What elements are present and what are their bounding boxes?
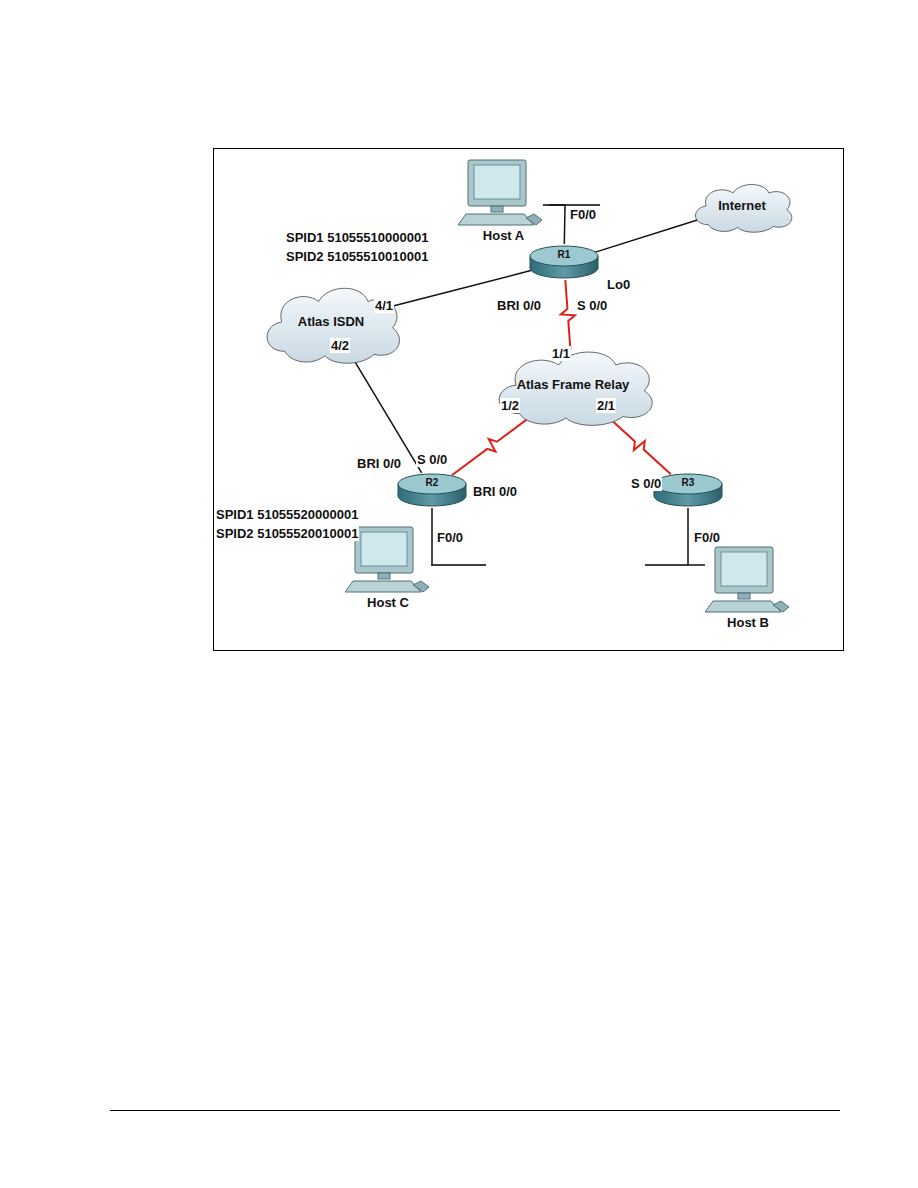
interface-label: F0/0 — [693, 530, 721, 545]
interface-label: 1/2 — [500, 398, 520, 413]
serial-link — [608, 417, 671, 475]
interface-label: S 0/0 — [630, 476, 662, 491]
interface-label: BRI 0/0 — [496, 298, 542, 313]
cloud-name: Atlas Frame Relay — [517, 377, 630, 393]
spid-label: SPID2 51055510010001 — [285, 249, 429, 264]
lan-segment — [645, 564, 688, 566]
cloud-name: Internet — [718, 198, 766, 214]
lan-segment — [432, 564, 486, 566]
network-cloud: Atlas Frame Relay — [484, 342, 662, 428]
interface-label: S 0/0 — [416, 452, 448, 467]
network-link — [352, 356, 422, 472]
spid-label: SPID1 51055510000001 — [285, 230, 429, 245]
serial-link — [561, 280, 575, 350]
host-name: Host B — [705, 615, 791, 631]
router-icon: R3 — [653, 472, 723, 508]
interface-label: S 0/0 — [576, 298, 608, 313]
computer-symbol — [705, 545, 790, 615]
network-cloud: Internet — [686, 178, 798, 234]
interface-label: BRI 0/0 — [472, 484, 518, 499]
network-link — [431, 508, 432, 565]
host-computer: Host B — [705, 545, 791, 631]
interface-label: 2/1 — [596, 398, 616, 413]
cloud-name: Atlas ISDN — [298, 314, 364, 330]
footer-rule — [110, 1110, 840, 1111]
interface-label: 4/2 — [330, 338, 350, 353]
network-link — [549, 205, 565, 244]
spid-label: SPID2 51055520010001 — [215, 526, 359, 541]
router-name: R2 — [426, 477, 439, 508]
interface-label: 1/1 — [551, 346, 571, 361]
figure-frame — [214, 149, 844, 651]
interface-label: F0/0 — [569, 207, 597, 222]
network-link — [594, 219, 701, 253]
interface-label: 4/1 — [374, 298, 394, 313]
router-name: R3 — [682, 477, 695, 508]
interface-label: Lo0 — [606, 277, 631, 292]
host-name: Host C — [345, 595, 431, 611]
router-icon: R2 — [397, 472, 467, 508]
serial-link — [452, 415, 532, 475]
host-computer: Host A — [458, 158, 549, 244]
computer-symbol — [458, 158, 543, 228]
router-icon: R1 — [529, 244, 599, 280]
host-name: Host A — [458, 228, 549, 244]
spid-label: SPID1 51055520000001 — [215, 507, 359, 522]
interface-label: F0/0 — [436, 530, 464, 545]
router-name: R1 — [558, 249, 571, 280]
interface-label: BRI 0/0 — [356, 456, 402, 471]
